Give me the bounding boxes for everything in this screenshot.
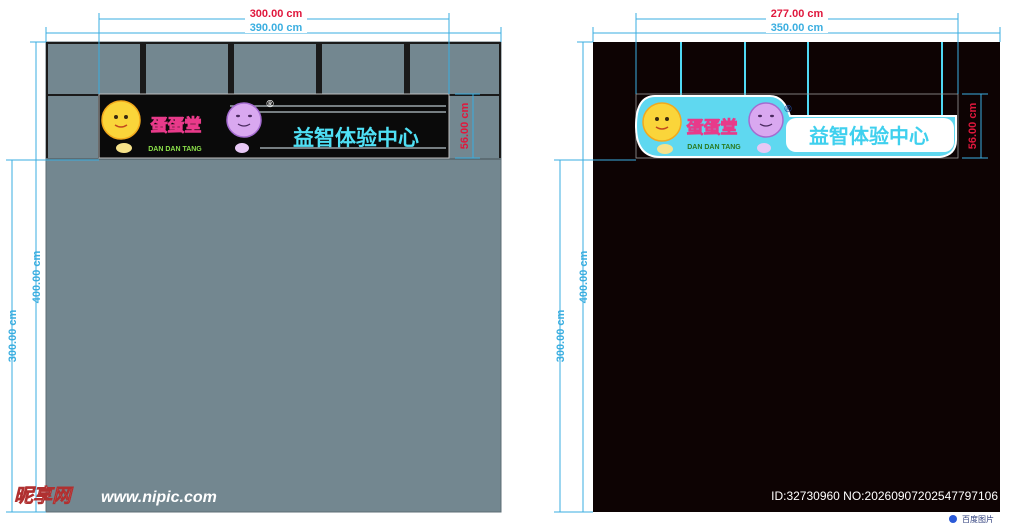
left-window-grid [48, 44, 499, 158]
mascot-egg-yellow-right [642, 102, 682, 142]
right-ground-height-label: 300.00 cm [555, 309, 567, 362]
right-registered-mark: ® [784, 104, 792, 115]
left-brand-name: 蛋蛋堂 [151, 115, 202, 136]
watermark-url: www.nipic.com [101, 489, 217, 506]
mascot-egg-yellow [101, 100, 141, 140]
watermark-logo: 昵享网 [14, 485, 74, 507]
right-facade: 蛋蛋堂 DAN DAN TANG ® 益智体验中心 277.00 cm 35 [554, 6, 1001, 513]
right-facade-width-label: 350.00 cm [771, 22, 824, 34]
right-sign: 蛋蛋堂 DAN DAN TANG ® 益智体验中心 [634, 93, 959, 159]
watermark: 昵享网 www.nipic.com ID:32730960 NO:2026090… [14, 485, 1008, 523]
left-facade: 蛋蛋堂 DAN DAN TANG ® 益智体验中心 300.00 cm 39 [6, 6, 502, 513]
right-facade-height-label: 400.00 cm [578, 250, 590, 303]
left-sign-width-label: 300.00 cm [250, 8, 303, 20]
right-sign-height-label: 56.00 cm [967, 103, 979, 150]
left-slogan: 益智体验中心 [293, 126, 419, 150]
left-facade-width-label: 390.00 cm [250, 22, 303, 34]
watermark-corner-mark: 百度图片 [962, 514, 994, 523]
left-sign-height-label: 56.00 cm [459, 103, 471, 150]
watermark-image-id: ID:32730960 NO:20260907202547797106 [771, 489, 998, 503]
left-brand-pinyin: DAN DAN TANG [148, 146, 202, 153]
right-brand-name: 蛋蛋堂 [687, 117, 738, 138]
left-facade-height-label: 400.00 cm [31, 250, 43, 303]
left-registered-mark: ® [266, 99, 274, 110]
paw-icon [949, 515, 957, 523]
left-sign: 蛋蛋堂 DAN DAN TANG ® 益智体验中心 [98, 93, 450, 159]
right-sign-width-label: 277.00 cm [771, 8, 824, 20]
mascot-egg-purple [226, 102, 262, 138]
mascot-egg-purple-right [748, 102, 784, 138]
right-brand-pinyin: DAN DAN TANG [687, 144, 741, 151]
left-ground-height-label: 300.00 cm [7, 309, 19, 362]
right-slogan: 益智体验中心 [809, 124, 929, 148]
